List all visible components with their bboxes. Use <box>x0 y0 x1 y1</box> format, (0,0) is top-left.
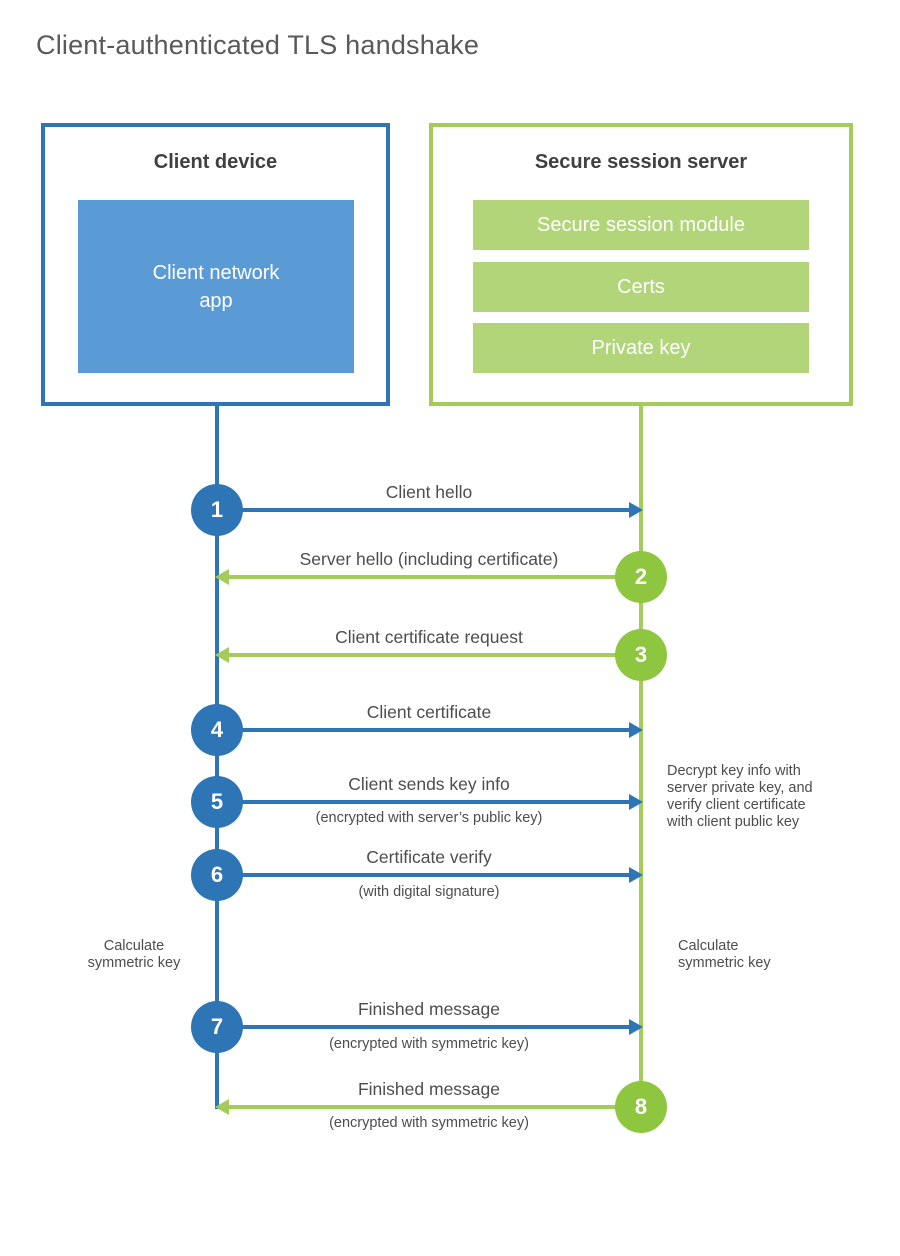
server-module-certs: Certs <box>473 262 809 312</box>
client-network-app-box: Client network app <box>78 200 354 373</box>
message-2-arrowhead-icon <box>215 569 229 585</box>
server-module-private-key: Private key <box>473 323 809 373</box>
message-5-badge: 5 <box>191 776 243 828</box>
message-3-badge: 3 <box>615 629 667 681</box>
message-8-arrowhead-icon <box>215 1099 229 1115</box>
message-5-label: Client sends key info <box>348 774 510 794</box>
message-2-label: Server hello (including certificate) <box>299 549 559 569</box>
message-7-label: Finished message <box>357 999 501 1019</box>
message-1-arrow <box>217 508 629 512</box>
message-8-sublabel: (encrypted with symmetric key) <box>329 1115 529 1131</box>
message-5-arrowhead-icon <box>629 794 643 810</box>
message-8-label: Finished message <box>357 1079 501 1099</box>
message-7-arrowhead-icon <box>629 1019 643 1035</box>
calculate-symmetric-key-server-note: Calculate symmetric key <box>678 938 771 971</box>
client-lifeline <box>215 406 219 1109</box>
message-4-arrow <box>217 728 629 732</box>
server-lifeline <box>639 406 643 1133</box>
message-7-sublabel: (encrypted with symmetric key) <box>329 1036 529 1052</box>
message-5-sublabel: (encrypted with server’s public key) <box>315 810 543 826</box>
message-3-label: Client certificate request <box>335 627 523 647</box>
message-1-badge: 1 <box>191 484 243 536</box>
message-2-arrow <box>229 575 641 579</box>
decrypt-key-note: Decrypt key info with server private key… <box>667 763 813 830</box>
server-box: Secure session server Secure session mod… <box>429 123 853 406</box>
message-8-arrow <box>229 1105 641 1109</box>
message-4-arrowhead-icon <box>629 722 643 738</box>
message-6-label: Certificate verify <box>366 847 492 867</box>
message-4-badge: 4 <box>191 704 243 756</box>
client-device-box: Client device Client network app <box>41 123 390 406</box>
calculate-symmetric-key-client-note: Calculate symmetric key <box>87 938 181 971</box>
server-title: Secure session server <box>534 151 748 173</box>
server-module-secure-session: Secure session module <box>473 200 809 250</box>
message-3-arrow <box>229 653 641 657</box>
page-title: Client-authenticated TLS handshake <box>36 30 480 60</box>
message-1-label: Client hello <box>385 482 473 502</box>
message-7-badge: 7 <box>191 1001 243 1053</box>
message-6-arrow <box>217 873 629 877</box>
message-5-arrow <box>217 800 629 804</box>
message-8-badge: 8 <box>615 1081 667 1133</box>
message-6-badge: 6 <box>191 849 243 901</box>
message-3-arrowhead-icon <box>215 647 229 663</box>
client-device-title: Client device <box>153 151 278 173</box>
message-2-badge: 2 <box>615 551 667 603</box>
message-1-arrowhead-icon <box>629 502 643 518</box>
message-6-sublabel: (with digital signature) <box>358 884 500 900</box>
message-4-label: Client certificate <box>366 702 492 722</box>
message-6-arrowhead-icon <box>629 867 643 883</box>
message-7-arrow <box>217 1025 629 1029</box>
